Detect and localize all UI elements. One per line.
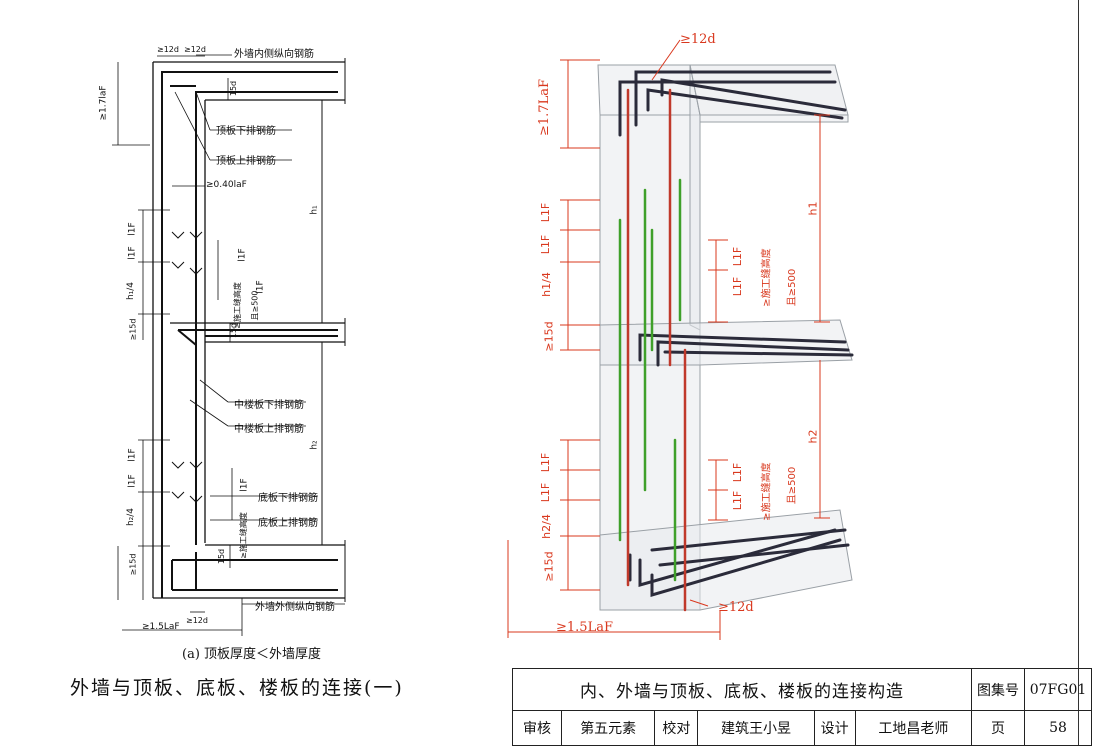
- right-3d-drawing: [507, 39, 854, 640]
- dim-12d-b: ≥12d: [184, 45, 206, 54]
- design-label: 设计: [813, 710, 856, 746]
- review-label: 审核: [512, 710, 562, 746]
- page-number: 58: [1024, 710, 1092, 746]
- dim-joint1b: 且≥500: [250, 290, 260, 321]
- check-label: 校对: [654, 710, 699, 746]
- label-top-slab-top-bar: 顶板上排钢筋: [216, 156, 276, 167]
- dim-l1f-e: l1F: [127, 448, 138, 462]
- dim-h1-4: h₁/4: [126, 281, 137, 301]
- r-dim-l1f-7: L1F: [731, 462, 745, 483]
- r-dim-17laf: ≥1.7LaF: [536, 79, 552, 136]
- label-base-slab-bottom-bar: 底板下排钢筋: [258, 493, 318, 504]
- label-mid-slab-bottom-bar: 中楼板下排钢筋: [234, 400, 304, 411]
- r-dim-h1-4: h1/4: [539, 272, 553, 297]
- dim-joint1: ≥施工缝高度: [232, 282, 242, 329]
- dim-17laf: ≥1.7laF: [98, 85, 109, 121]
- atlas-number: 07FG01: [1024, 668, 1092, 711]
- atlas-label: 图集号: [971, 668, 1025, 711]
- label-inner-vertical-bar: 外墙内侧纵向钢筋: [234, 49, 314, 60]
- dim-12d-c: ≥12d: [186, 616, 208, 625]
- r-dim-15d-base: ≥15d: [542, 551, 556, 582]
- dim-15d-base: ≥15d: [128, 553, 138, 576]
- r-dim-l1f-1: L1F: [539, 202, 553, 223]
- frame-border: [1078, 0, 1079, 745]
- r-dim-l1f-5: L1F: [539, 452, 553, 473]
- page-label: 页: [971, 710, 1025, 746]
- check-name: 建筑王小昱: [697, 710, 815, 746]
- drawing-caption: 外墙与顶板、底板、楼板的连接(一): [70, 677, 404, 699]
- outer-vertical-rebar: [161, 71, 338, 598]
- dim-15d-base2: 15d: [217, 548, 227, 565]
- r-dim-15laf: ≥1.5LaF: [556, 620, 613, 635]
- dim-joint2: ≥施工缝高度: [238, 512, 248, 559]
- dim-l1f-b: l1F: [127, 246, 138, 260]
- dim-h2-4: h₂/4: [126, 507, 137, 527]
- dim-l1f-f: l1F: [127, 474, 138, 488]
- r-dim-l1f-3: L1F: [731, 246, 745, 267]
- dim-12d-a: ≥12d: [157, 45, 179, 54]
- r-dim-l1f-6: L1F: [539, 482, 553, 503]
- dim-040laf: ≥0.40laF: [206, 180, 247, 190]
- sub-caption: (a) 顶板厚度＜外墙厚度: [182, 647, 322, 662]
- dim-15d-mid: ≥15d: [128, 318, 138, 341]
- title-block: 内、外墙与顶板、底板、楼板的连接构造 图集号 07FG01 审核 第五元素 校对…: [512, 668, 1092, 746]
- r-dim-12d-top: ≥12d: [680, 32, 716, 47]
- dim-15d-top: 15d: [229, 80, 239, 97]
- label-top-slab-bottom-bar: 顶板下排钢筋: [216, 126, 276, 137]
- dim-l1f-g: l1F: [239, 478, 250, 492]
- r-dim-joint-b2: 且≥500: [787, 466, 799, 505]
- dim-15laf: ≥1.5LaF: [142, 622, 180, 632]
- dim-h1: h₁: [309, 205, 320, 215]
- design-name: 工地昌老师: [854, 710, 973, 746]
- r-dim-l1f-2: L1F: [539, 234, 553, 255]
- r-dim-joint-a: ≥施工缝高度: [761, 248, 773, 307]
- label-base-slab-top-bar: 底板上排钢筋: [258, 518, 318, 529]
- review-name: 第五元素: [560, 710, 656, 746]
- r-dim-15d-mid: ≥15d: [542, 321, 556, 352]
- dim-l1f-c: l1F: [237, 248, 248, 262]
- left-section-drawing: [112, 54, 346, 636]
- dim-l1f-a: l1F: [127, 222, 138, 236]
- label-outer-vertical-bar: 外墙外侧纵向钢筋: [255, 602, 335, 613]
- drawing-title: 内、外墙与顶板、底板、楼板的连接构造: [512, 668, 972, 711]
- r-dim-h2: h2: [806, 429, 820, 444]
- r-dim-l1f-4: L1F: [731, 276, 745, 297]
- dim-h2: h₂: [309, 440, 320, 450]
- r-dim-joint-b: ≥施工缝高度: [761, 462, 773, 521]
- r-dim-h2-4: h2/4: [539, 514, 553, 539]
- label-mid-slab-top-bar: 中楼板上排钢筋: [234, 424, 304, 435]
- r-dim-12d-bottom: ≥12d: [718, 600, 754, 615]
- r-dim-h1: h1: [806, 201, 820, 216]
- r-dim-l1f-8: L1F: [731, 490, 745, 511]
- r-dim-joint-a2: 且≥500: [787, 268, 799, 307]
